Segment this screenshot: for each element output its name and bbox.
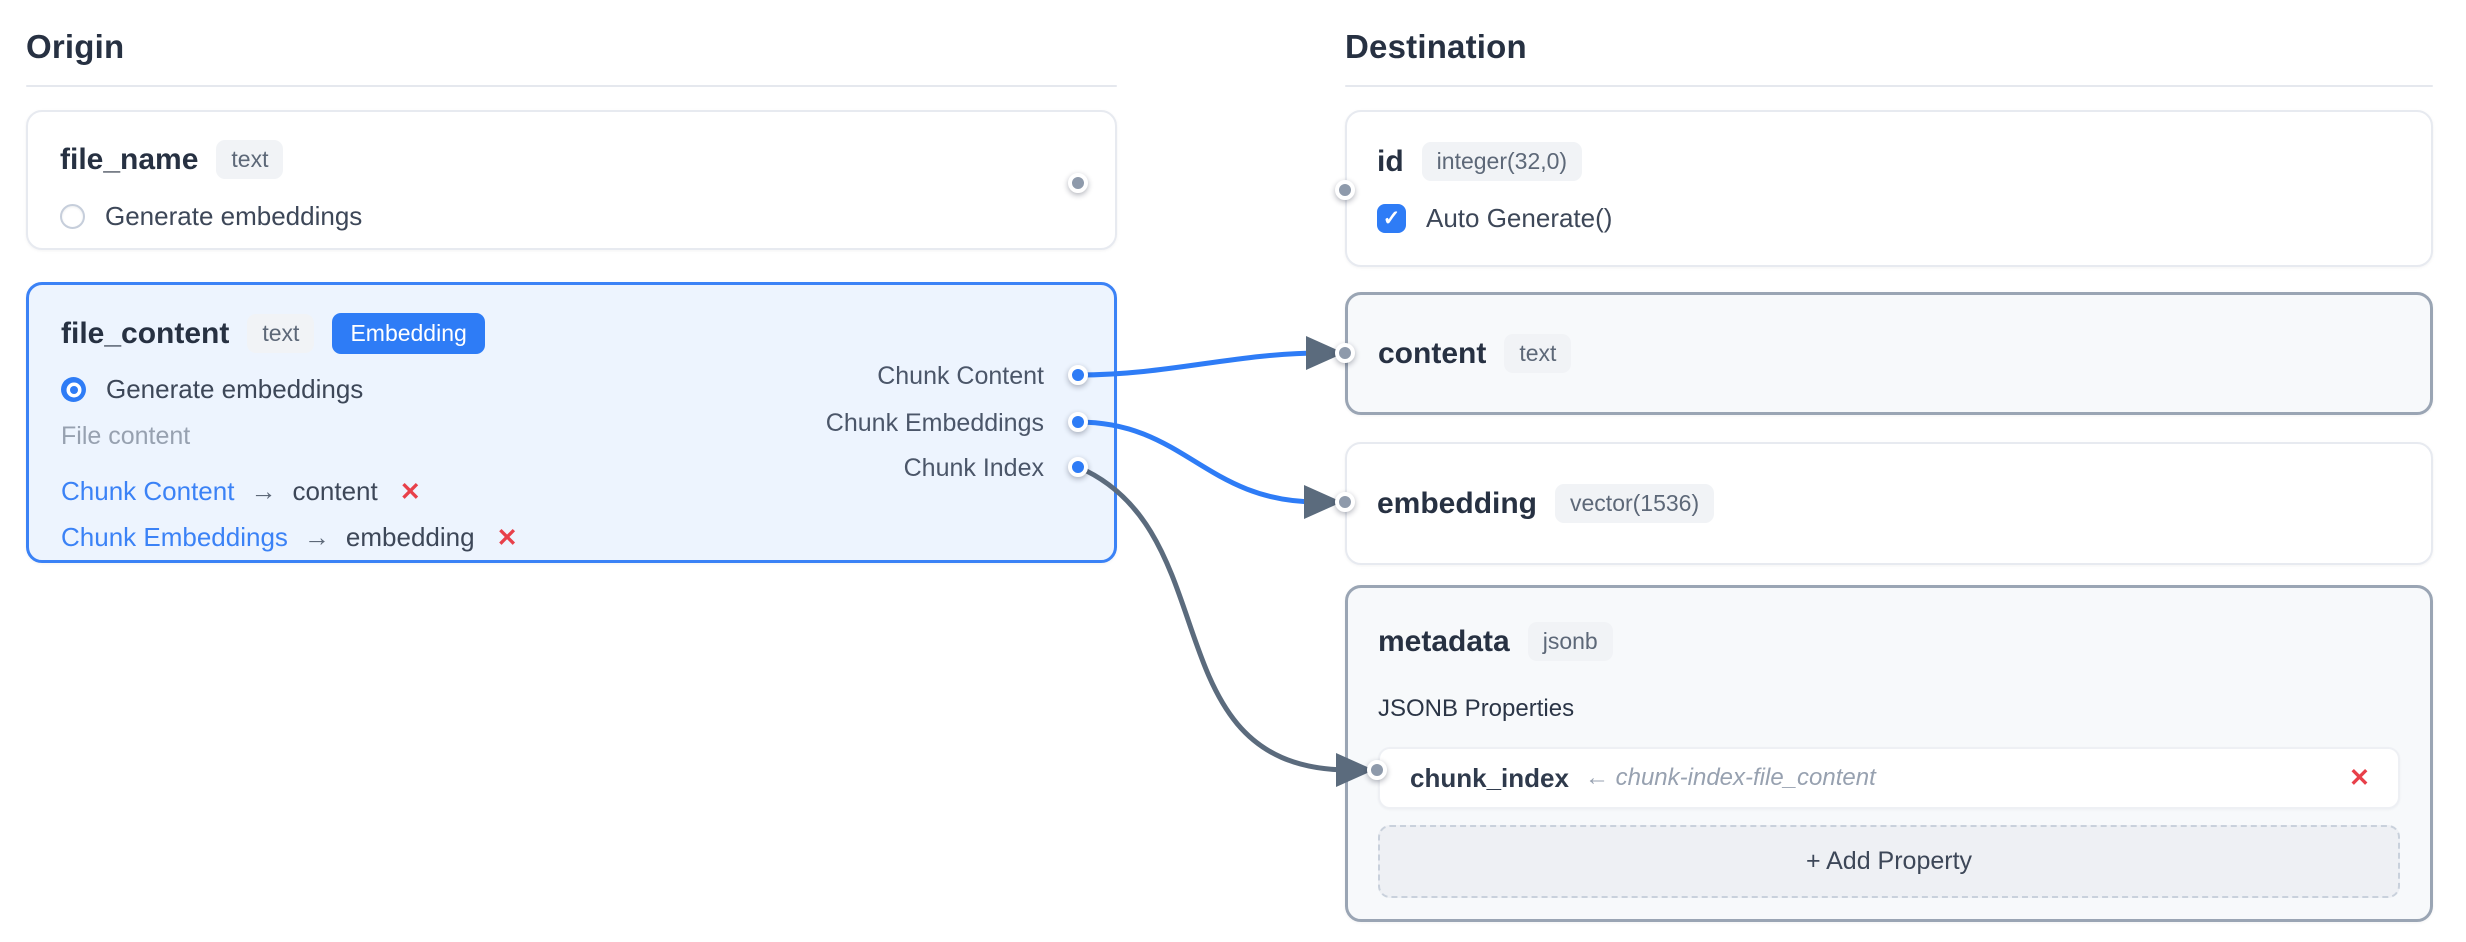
handle-embedding-input[interactable] [1335, 492, 1355, 512]
remove-mapping-icon[interactable]: ✕ [496, 523, 518, 552]
field-title-row: id integer(32,0) [1377, 142, 2401, 181]
origin-divider [26, 85, 1117, 87]
field-name-label: metadata [1378, 624, 1510, 658]
auto-generate-label: Auto Generate() [1426, 203, 1613, 233]
checkbox-checked-icon[interactable]: ✓ [1377, 204, 1406, 233]
destination-divider [1345, 85, 2433, 87]
radio-unchecked-icon[interactable] [60, 204, 85, 229]
field-name-label: embedding [1377, 486, 1538, 520]
mapping-source-link[interactable]: Chunk Embeddings [61, 522, 288, 552]
handle-id-input[interactable] [1335, 180, 1355, 200]
field-card-embedding[interactable]: embedding vector(1536) [1345, 442, 2433, 565]
field-title-row: embedding vector(1536) [1377, 484, 1715, 523]
mapping-source-link[interactable]: Chunk Content [61, 476, 235, 506]
generate-embeddings-label: Generate embeddings [105, 201, 363, 231]
field-name-label: file_name [60, 142, 199, 176]
jsonb-properties-label: JSONB Properties [1378, 695, 1575, 722]
field-card-content[interactable]: content text [1345, 292, 2433, 415]
field-type-badge: text [247, 314, 315, 353]
mapping-row-chunk-content: Chunk Content → content ✕ [61, 476, 1082, 507]
field-type-badge: integer(32,0) [1421, 142, 1583, 181]
mapping-target-label: content [292, 476, 378, 506]
field-card-file-content[interactable]: file_content text Embedding Generate emb… [26, 282, 1117, 563]
field-type-badge: text [216, 140, 284, 179]
remove-property-icon[interactable]: ✕ [2349, 764, 2370, 792]
generate-embeddings-label: Generate embeddings [106, 374, 364, 404]
field-card-id[interactable]: id integer(32,0) ✓ Auto Generate() [1345, 110, 2433, 267]
field-card-metadata[interactable]: metadata jsonb JSONB Properties chunk_in… [1345, 585, 2433, 922]
add-property-button[interactable]: + Add Property [1378, 825, 2400, 898]
field-card-file-name[interactable]: file_name text Generate embeddings [26, 110, 1117, 250]
handle-content-input[interactable] [1335, 343, 1355, 363]
field-type-badge: jsonb [1527, 622, 1613, 661]
handle-chunk-index-output[interactable] [1068, 457, 1088, 477]
generate-embeddings-option[interactable]: Generate embeddings [61, 374, 1082, 405]
connection-chunk-index-to-chunk-index[interactable] [1075, 464, 1353, 773]
handle-file-name-output[interactable] [1068, 173, 1088, 193]
auto-generate-option[interactable]: ✓ Auto Generate() [1377, 203, 2401, 234]
field-type-badge: vector(1536) [1555, 484, 1715, 523]
field-name-label: content [1378, 336, 1487, 370]
arrow-right-icon: → [303, 522, 330, 552]
connection-chunk-embeddings-to-embedding[interactable] [1075, 419, 1321, 505]
field-title-row: file_content text Embedding [61, 313, 1082, 354]
property-name-label: chunk_index [1410, 762, 1569, 793]
output-label-chunk-embeddings: Chunk Embeddings [825, 409, 1044, 437]
connection-chunk-content-to-content[interactable] [1075, 350, 1325, 378]
field-description: File content [61, 422, 191, 450]
embedding-badge: Embedding [332, 313, 485, 354]
output-label-chunk-index: Chunk Index [903, 454, 1044, 482]
field-type-badge: text [1504, 334, 1572, 373]
handle-chunk-content-output[interactable] [1068, 365, 1088, 385]
origin-heading: Origin [26, 28, 125, 65]
output-label-chunk-content: Chunk Content [877, 362, 1044, 390]
generate-embeddings-option[interactable]: Generate embeddings [60, 201, 1083, 232]
jsonb-property-row-chunk-index[interactable]: chunk_index ← chunk-index-file_content ✕ [1378, 747, 2400, 809]
mapping-target-label: embedding [345, 522, 475, 552]
field-title-row: content text [1378, 334, 1572, 373]
arrow-right-icon: → [250, 476, 277, 506]
field-name-label: id [1377, 144, 1404, 178]
field-title-row: file_name text [60, 140, 1083, 179]
radio-checked-icon[interactable] [61, 377, 86, 402]
remove-mapping-icon[interactable]: ✕ [399, 477, 421, 506]
field-name-label: file_content [61, 316, 230, 350]
handle-chunk-index-input[interactable] [1367, 760, 1387, 780]
handle-chunk-embeddings-output[interactable] [1068, 412, 1088, 432]
field-title-row: metadata jsonb [1378, 622, 2400, 661]
property-mapping-annotation: ← chunk-index-file_content [1584, 764, 1876, 791]
destination-heading: Destination [1345, 28, 1527, 65]
mapping-row-chunk-embeddings: Chunk Embeddings → embedding ✕ [61, 522, 1082, 553]
